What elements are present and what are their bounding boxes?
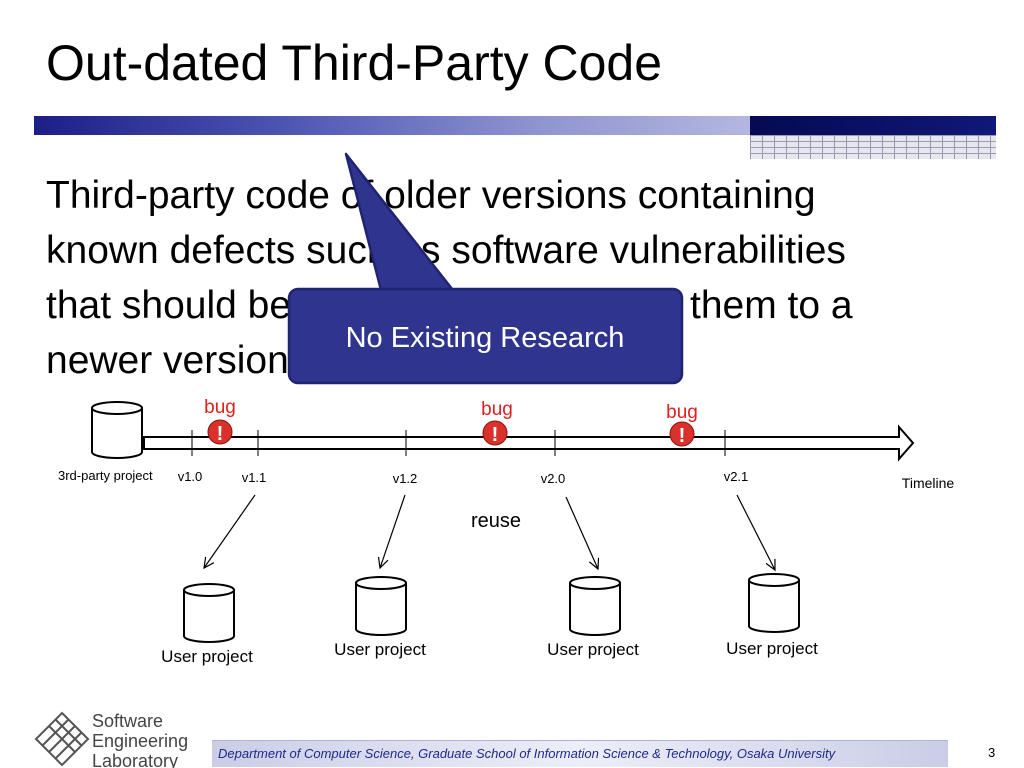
- bug-marker-1: bug !: [204, 397, 236, 445]
- callout-box: [287, 287, 684, 385]
- bug-label: bug: [481, 399, 513, 420]
- slide-title: Out-dated Third-Party Code: [46, 35, 663, 91]
- title-bar-grid-pattern: [750, 135, 996, 159]
- user-project-label-2: User project: [334, 640, 426, 659]
- source-project-label: 3rd-party project: [58, 468, 153, 483]
- lab-logo-text-line-2: Engineering: [92, 731, 188, 751]
- version-label-v1-2: v1.2: [393, 471, 418, 486]
- version-label-v1-1: v1.1: [242, 470, 267, 485]
- user-project-cylinder-1: [183, 583, 235, 643]
- reuse-label: reuse: [471, 510, 521, 532]
- user-project-cylinder-2: [355, 576, 407, 636]
- bug-warning-icon: [207, 419, 233, 445]
- reuse-arrow-3: [565, 496, 600, 571]
- bug-warning-icon: [669, 421, 695, 447]
- timeline-arrow: [143, 424, 915, 462]
- callout-text: No Existing Research: [346, 322, 625, 354]
- bug-marker-2: bug !: [481, 399, 513, 446]
- title-underline-bar: [34, 116, 750, 135]
- user-project-label-1: User project: [161, 647, 253, 666]
- bug-label: bug: [666, 402, 698, 423]
- body-line-4: newer version: [46, 339, 289, 382]
- reuse-arrow-4: [736, 494, 776, 572]
- bug-label: bug: [204, 397, 236, 418]
- version-label-v1-0: v1.0: [178, 469, 203, 484]
- reuse-arrows: [203, 494, 776, 572]
- page-number: 3: [988, 745, 996, 760]
- callout-pointer: [344, 152, 458, 296]
- bug-badge-text: !: [492, 424, 499, 446]
- bug-warning-icon: [482, 420, 508, 446]
- user-project-label-3: User project: [547, 640, 639, 659]
- lab-logo-text-line-3: Laboratory: [92, 751, 178, 768]
- version-ticks: [191, 430, 726, 456]
- version-label-v2-1: v2.1: [724, 469, 749, 484]
- footer-department: Department of Computer Science, Graduate…: [218, 746, 836, 761]
- footer-band: [212, 740, 948, 767]
- bug-marker-3: bug !: [666, 402, 698, 447]
- user-project-label-4: User project: [726, 639, 818, 658]
- source-project-cylinder: [91, 401, 143, 459]
- title-bar-accent: [750, 116, 996, 135]
- body-line-2: known defects such as software vulnerabi…: [46, 229, 846, 272]
- lab-logo: Software Engineering Laboratory: [34, 711, 188, 768]
- reuse-arrow-2: [377, 494, 406, 570]
- reuse-arrow-1: [203, 494, 256, 570]
- timeline-label: Timeline: [902, 475, 955, 491]
- body-line-1: Third-party code of older versions conta…: [46, 174, 816, 217]
- callout-balloon: No Existing Research: [287, 152, 684, 385]
- bug-badge-text: !: [679, 425, 686, 447]
- callout-seam-cover: [384, 291, 454, 299]
- user-project-cylinder-4: [748, 573, 800, 633]
- lab-logo-text-line-1: Software: [92, 711, 163, 731]
- bug-badge-text: !: [217, 423, 224, 445]
- version-label-v2-0: v2.0: [541, 471, 566, 486]
- lab-logo-mark: [34, 711, 90, 767]
- user-project-cylinder-3: [569, 576, 621, 636]
